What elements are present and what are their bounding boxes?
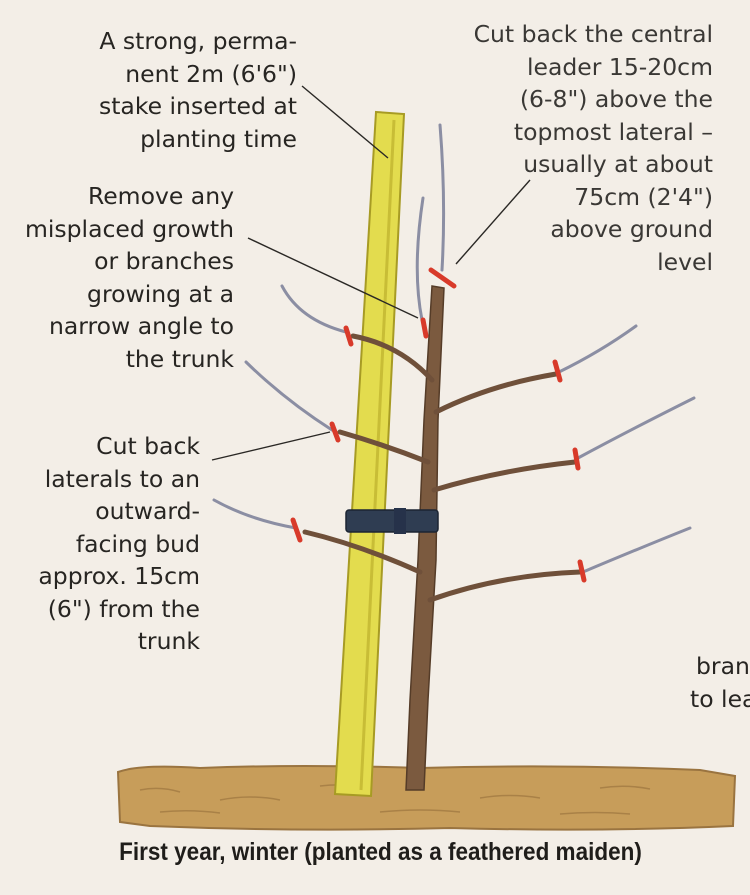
leader-label-line: leader 15-20cm bbox=[527, 52, 713, 81]
laterals-label-line: (6") from the bbox=[47, 594, 200, 623]
leader-label-line: (6-8") above the bbox=[519, 85, 713, 113]
stake-label-line: planting time bbox=[140, 124, 297, 153]
cut-marks bbox=[290, 267, 587, 583]
leader-label: Cut back the central leader 15-20cm (6-8… bbox=[474, 18, 713, 278]
pruned-growth bbox=[212, 123, 696, 574]
ground-soil bbox=[116, 765, 737, 831]
tie-buckle bbox=[394, 508, 406, 534]
stake-label-line: nent 2m (6'6") bbox=[125, 59, 297, 88]
stake-label-line: stake inserted at bbox=[98, 92, 297, 120]
laterals-label: Cut back laterals to an outward- facing … bbox=[38, 430, 200, 658]
leader-label-line: usually at about bbox=[523, 150, 713, 178]
laterals-label-line: outward- bbox=[95, 497, 200, 525]
figure-caption: First year, winter (planted as a feather… bbox=[119, 838, 642, 866]
stake bbox=[333, 110, 406, 798]
stake-shading bbox=[359, 119, 396, 791]
laterals-label-line: Cut back bbox=[96, 432, 200, 460]
leader-label-line: level bbox=[657, 247, 713, 276]
misplaced-label-line: narrow angle to bbox=[48, 312, 234, 340]
misplaced-growth-label: Remove any misplaced growth or branches … bbox=[25, 180, 234, 375]
stake-label-line: A strong, perma- bbox=[99, 27, 297, 55]
stake-tie bbox=[345, 509, 439, 533]
leader-label-line: 75cm (2'4") bbox=[574, 182, 713, 211]
partial-label: bran to lea bbox=[690, 650, 750, 715]
misplaced-label-line: the trunk bbox=[125, 344, 234, 373]
laterals-label-line: laterals to an bbox=[44, 464, 200, 493]
laterals-label-line: approx. 15cm bbox=[38, 562, 200, 590]
leader-label-line: above ground bbox=[550, 215, 713, 243]
laterals-label-line: trunk bbox=[137, 627, 200, 655]
misplaced-label-line: or branches bbox=[94, 247, 234, 275]
misplaced-label-line: misplaced growth bbox=[24, 214, 234, 243]
leader-label-line: topmost lateral – bbox=[513, 117, 713, 146]
stake-label: A strong, perma- nent 2m (6'6") stake in… bbox=[99, 25, 297, 155]
misplaced-label-line: Remove any bbox=[87, 182, 234, 210]
misplaced-label-line: growing at a bbox=[87, 279, 234, 308]
partial-label-line: to lea bbox=[690, 684, 750, 713]
leader-lines bbox=[211, 85, 531, 461]
partial-label-line: bran bbox=[696, 652, 750, 680]
laterals-label-line: facing bud bbox=[75, 529, 200, 558]
kept-laterals bbox=[302, 333, 583, 603]
leader-label-line: Cut back the central bbox=[473, 20, 713, 48]
